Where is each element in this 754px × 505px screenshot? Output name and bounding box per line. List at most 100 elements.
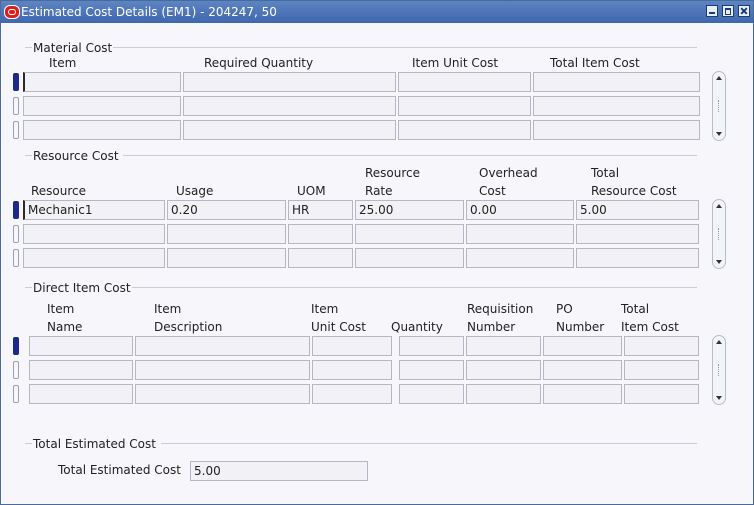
col-header-resource: Resource (31, 184, 87, 198)
material-cost-scrollbar[interactable] (712, 71, 726, 141)
total-resource-cost-field[interactable] (576, 224, 699, 244)
po-number-field[interactable] (543, 336, 622, 356)
total-resource-cost-field[interactable]: 5.00 (576, 200, 699, 220)
resource-rate-field[interactable] (355, 248, 464, 268)
material-item-unit-cost-field[interactable] (398, 120, 531, 140)
scroll-grip-icon[interactable] (718, 364, 721, 376)
material-cost-title: Material Cost (33, 41, 113, 55)
section-divider (123, 155, 697, 156)
total-item-cost-field[interactable] (624, 336, 699, 356)
row-selector[interactable] (13, 201, 19, 219)
item-unit-cost-field[interactable] (312, 336, 392, 356)
quantity-field[interactable] (399, 336, 464, 356)
section-divider (25, 287, 32, 288)
resource-rate-field[interactable] (355, 224, 464, 244)
col-header-quantity: Quantity (391, 320, 443, 334)
uom-field[interactable] (288, 224, 353, 244)
row-selector[interactable] (13, 337, 19, 355)
direct-item-cost-title: Direct Item Cost (33, 281, 131, 295)
material-total-item-cost-field[interactable] (533, 120, 700, 140)
material-total-item-cost-field[interactable] (533, 72, 700, 92)
item-name-field[interactable] (29, 336, 133, 356)
item-description-field[interactable] (135, 360, 310, 380)
col-header-uom: UOM (297, 184, 326, 198)
section-divider (25, 443, 32, 444)
material-item-field[interactable] (23, 96, 181, 116)
scroll-down-icon[interactable] (716, 260, 722, 264)
item-name-field[interactable] (29, 384, 133, 404)
material-item-field[interactable] (23, 120, 181, 140)
requisition-number-field[interactable] (466, 360, 541, 380)
minimize-icon[interactable] (706, 5, 718, 17)
direct-item-cost-scrollbar[interactable] (712, 335, 726, 405)
material-item-unit-cost-field[interactable] (398, 72, 531, 92)
resource-rate-field[interactable]: 25.00 (355, 200, 464, 220)
material-total-item-cost-field[interactable] (533, 96, 700, 116)
total-item-cost-field[interactable] (624, 384, 699, 404)
scroll-down-icon[interactable] (716, 132, 722, 136)
requisition-number-field[interactable] (466, 336, 541, 356)
quantity-field[interactable] (399, 360, 464, 380)
col-header-total-item-cost-line2: Item Cost (621, 320, 679, 334)
row-selector[interactable] (13, 73, 19, 91)
section-divider (113, 47, 697, 48)
total-item-cost-field[interactable] (624, 360, 699, 380)
row-selector[interactable] (13, 361, 19, 379)
total-resource-cost-field[interactable] (576, 248, 699, 268)
po-number-field[interactable] (543, 384, 622, 404)
item-description-field[interactable] (135, 384, 310, 404)
col-header-usage: Usage (176, 184, 214, 198)
col-header-item-unit-cost: Item Unit Cost (412, 56, 499, 70)
row-selector[interactable] (13, 385, 19, 403)
resource-field[interactable] (23, 248, 165, 268)
scroll-up-icon[interactable] (716, 204, 722, 208)
item-name-field[interactable] (29, 360, 133, 380)
title-bar[interactable]: Estimated Cost Details (EM1) - 204247, 5… (1, 1, 753, 23)
col-header-total-resource-cost-line2: Resource Cost (591, 184, 677, 198)
total-estimated-cost-field[interactable]: 5.00 (190, 461, 368, 481)
quantity-field[interactable] (399, 384, 464, 404)
usage-field[interactable] (167, 224, 286, 244)
resource-field[interactable] (23, 224, 165, 244)
row-selector[interactable] (13, 97, 19, 115)
col-header-item-name-line1: Item (47, 302, 75, 316)
col-header-item-unit-cost-line2: Unit Cost (311, 320, 366, 334)
overhead-cost-field[interactable] (466, 248, 574, 268)
resource-cost-title: Resource Cost (33, 149, 119, 163)
resource-cost-scrollbar[interactable] (712, 199, 726, 269)
item-unit-cost-field[interactable] (312, 384, 392, 404)
overhead-cost-field[interactable] (466, 224, 574, 244)
material-required-quantity-field[interactable] (183, 72, 396, 92)
row-selector[interactable] (13, 225, 19, 243)
col-header-po-number-line1: PO (556, 302, 573, 316)
row-selector[interactable] (13, 121, 19, 139)
item-description-field[interactable] (135, 336, 310, 356)
scroll-up-icon[interactable] (716, 340, 722, 344)
col-header-item-unit-cost-line1: Item (311, 302, 339, 316)
row-selector[interactable] (13, 249, 19, 267)
scroll-down-icon[interactable] (716, 396, 722, 400)
po-number-field[interactable] (543, 360, 622, 380)
uom-field[interactable]: HR (288, 200, 353, 220)
close-icon[interactable] (738, 5, 750, 17)
item-unit-cost-field[interactable] (312, 360, 392, 380)
scroll-grip-icon[interactable] (718, 228, 721, 240)
usage-field[interactable]: 0.20 (167, 200, 286, 220)
maximize-icon[interactable] (722, 5, 734, 17)
usage-field[interactable] (167, 248, 286, 268)
material-required-quantity-field[interactable] (183, 96, 396, 116)
resource-field[interactable]: Mechanic1 (23, 200, 165, 220)
col-header-requisition-number-line1: Requisition (467, 302, 534, 316)
material-required-quantity-field[interactable] (183, 120, 396, 140)
scroll-grip-icon[interactable] (718, 100, 721, 112)
material-item-field[interactable] (23, 72, 181, 92)
col-header-overhead-cost-line1: Overhead (479, 166, 538, 180)
material-item-unit-cost-field[interactable] (398, 96, 531, 116)
oracle-logo-icon (4, 5, 20, 19)
col-header-total-item-cost: Total Item Cost (550, 56, 640, 70)
uom-field[interactable] (288, 248, 353, 268)
scroll-up-icon[interactable] (716, 76, 722, 80)
requisition-number-field[interactable] (466, 384, 541, 404)
overhead-cost-field[interactable]: 0.00 (466, 200, 574, 220)
